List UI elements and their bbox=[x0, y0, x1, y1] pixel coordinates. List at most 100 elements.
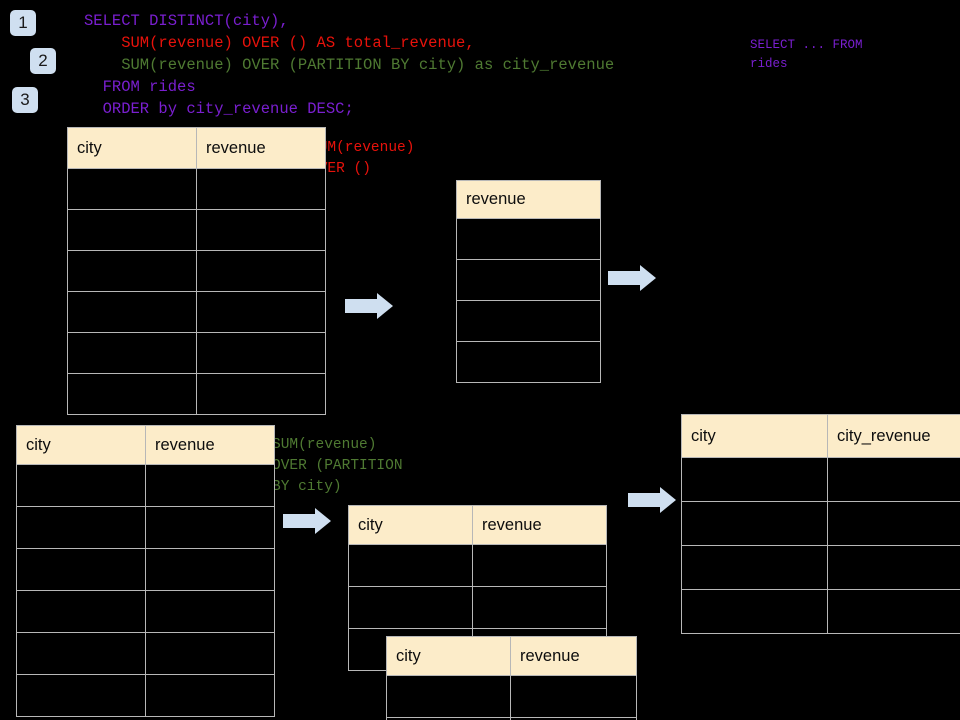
cell-city bbox=[681, 501, 828, 546]
cell-revenue bbox=[145, 506, 275, 549]
step-badge-2: 2 bbox=[30, 48, 56, 74]
table-row bbox=[456, 218, 601, 260]
column-header-city: city bbox=[67, 127, 197, 169]
table-row bbox=[16, 632, 275, 675]
arrow-source-to-partition bbox=[283, 508, 331, 534]
cell-revenue bbox=[196, 291, 326, 333]
sql-line-sum-over-partition: SUM(revenue) OVER (PARTITION BY city) as… bbox=[84, 56, 615, 74]
table-row bbox=[67, 332, 326, 374]
cell-city bbox=[386, 675, 511, 718]
cell-city bbox=[67, 373, 197, 415]
arrow-total-to-result bbox=[608, 265, 656, 291]
cell-city bbox=[67, 291, 197, 333]
table-row bbox=[386, 717, 637, 720]
cell-city bbox=[681, 589, 828, 634]
table-row bbox=[456, 259, 601, 301]
column-header-city: city bbox=[681, 414, 828, 458]
cell-city bbox=[16, 548, 146, 591]
table-row bbox=[456, 341, 601, 383]
cell-revenue bbox=[456, 341, 601, 383]
column-header-revenue: revenue bbox=[472, 505, 607, 545]
arrow-partition-to-result bbox=[628, 487, 676, 513]
column-header-revenue: revenue bbox=[510, 636, 637, 676]
cell-revenue bbox=[145, 632, 275, 675]
table-header-row: revenue bbox=[456, 180, 601, 219]
cell-city bbox=[681, 457, 828, 502]
cell-revenue bbox=[472, 544, 607, 587]
sql-line-sum-over-empty: SUM(revenue) OVER () AS total_revenue, bbox=[84, 34, 475, 52]
table-row bbox=[16, 506, 275, 549]
cell-city bbox=[67, 332, 197, 374]
table-row bbox=[386, 675, 637, 718]
table-row bbox=[16, 548, 275, 591]
cell-revenue bbox=[196, 168, 326, 210]
column-header-revenue: revenue bbox=[196, 127, 326, 169]
table-header-row: city city_revenue bbox=[681, 414, 960, 458]
table-row bbox=[16, 674, 275, 717]
cell-revenue bbox=[145, 548, 275, 591]
table-source-bottom: city revenue bbox=[16, 425, 275, 717]
sql-line-order-by: ORDER by city_revenue DESC; bbox=[84, 100, 354, 118]
table-row bbox=[348, 544, 607, 587]
cell-city bbox=[67, 209, 197, 251]
cell-city-revenue bbox=[827, 501, 960, 546]
annotation-sum-over-partition: SUM(revenue) OVER (PARTITION BY city) bbox=[272, 437, 403, 495]
table-row bbox=[681, 589, 960, 634]
table-row bbox=[348, 586, 607, 629]
column-header-revenue: revenue bbox=[145, 425, 275, 465]
cell-revenue bbox=[145, 674, 275, 717]
table-row bbox=[681, 545, 960, 590]
cell-city-revenue bbox=[827, 589, 960, 634]
table-partition-back: city revenue bbox=[348, 505, 607, 671]
cell-revenue bbox=[196, 373, 326, 415]
cell-city bbox=[16, 674, 146, 717]
cell-city bbox=[16, 506, 146, 549]
table-row bbox=[67, 209, 326, 251]
arrow-source-to-total bbox=[345, 293, 393, 319]
cell-city bbox=[16, 464, 146, 507]
table-total-revenue: revenue bbox=[456, 180, 601, 383]
column-header-city-revenue: city_revenue bbox=[827, 414, 960, 458]
column-header-city: city bbox=[16, 425, 146, 465]
table-row bbox=[16, 590, 275, 633]
cell-revenue bbox=[456, 218, 601, 260]
step-badge-1: 1 bbox=[10, 10, 36, 36]
cell-revenue bbox=[145, 464, 275, 507]
column-header-city: city bbox=[386, 636, 511, 676]
cell-city bbox=[67, 168, 197, 210]
table-partition-front: city revenue bbox=[386, 636, 637, 720]
table-row bbox=[456, 300, 601, 342]
column-header-city: city bbox=[348, 505, 473, 545]
cell-revenue bbox=[472, 586, 607, 629]
table-header-row: city revenue bbox=[348, 505, 607, 545]
table-header-row: city revenue bbox=[386, 636, 637, 676]
table-source-top: city revenue bbox=[67, 127, 326, 415]
cell-revenue bbox=[510, 717, 637, 720]
cell-city bbox=[16, 632, 146, 675]
table-row bbox=[67, 291, 326, 333]
cell-revenue bbox=[510, 675, 637, 718]
table-row bbox=[681, 501, 960, 546]
annotation-select-from-rides: SELECT ... FROM rides bbox=[750, 38, 863, 71]
sql-line-select-distinct: SELECT DISTINCT(city), bbox=[84, 12, 289, 30]
table-row bbox=[67, 373, 326, 415]
table-header-row: city revenue bbox=[16, 425, 275, 465]
cell-revenue bbox=[196, 332, 326, 374]
column-header-revenue: revenue bbox=[456, 180, 601, 219]
cell-revenue bbox=[145, 590, 275, 633]
cell-city-revenue bbox=[827, 457, 960, 502]
table-row bbox=[67, 250, 326, 292]
cell-revenue bbox=[456, 259, 601, 301]
table-row bbox=[16, 464, 275, 507]
table-result: city city_revenue bbox=[681, 414, 960, 634]
sql-line-from-rides: FROM rides bbox=[84, 78, 196, 96]
table-row bbox=[681, 457, 960, 502]
step-badge-3: 3 bbox=[12, 87, 38, 113]
cell-city bbox=[348, 586, 473, 629]
cell-city-revenue bbox=[827, 545, 960, 590]
table-row bbox=[67, 168, 326, 210]
cell-revenue bbox=[456, 300, 601, 342]
cell-city bbox=[681, 545, 828, 590]
cell-city bbox=[16, 590, 146, 633]
